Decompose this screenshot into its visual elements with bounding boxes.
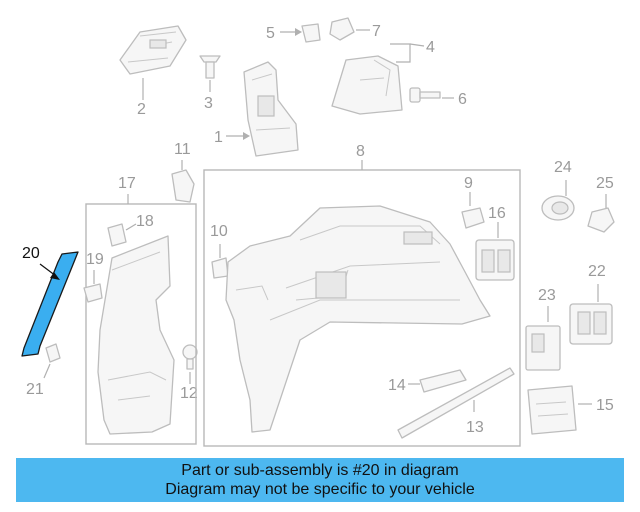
part-18-clip bbox=[107, 223, 127, 247]
part-4-bracket-assembly bbox=[331, 55, 403, 115]
callout-16: 16 bbox=[488, 205, 506, 222]
callout-17: 17 bbox=[118, 175, 136, 192]
part-6-bolt bbox=[409, 87, 441, 103]
banner-line-1: Part or sub-assembly is #20 in diagram bbox=[181, 462, 459, 479]
callout-5: 5 bbox=[266, 25, 275, 42]
part-16-switch bbox=[475, 239, 515, 281]
callout-13: 13 bbox=[466, 419, 484, 436]
part-23-module bbox=[525, 325, 561, 371]
part-10-clip bbox=[211, 257, 229, 279]
part-2-lamp-housing bbox=[119, 25, 187, 75]
part-22-switch bbox=[569, 303, 613, 345]
callout-11: 11 bbox=[174, 141, 191, 158]
callout-22: 22 bbox=[588, 263, 606, 280]
part-9-clip bbox=[461, 207, 485, 229]
part-5-clip bbox=[301, 23, 321, 43]
leader-21 bbox=[43, 363, 51, 379]
quarter-trim-panel bbox=[225, 205, 491, 433]
callout-15: 15 bbox=[596, 397, 614, 414]
part-24-power-outlet bbox=[541, 195, 575, 221]
callout-21: 21 bbox=[26, 381, 44, 398]
part-3-fastener bbox=[199, 55, 221, 79]
callout-8: 8 bbox=[356, 143, 365, 160]
part-14-trim-strip bbox=[419, 369, 467, 393]
leader-18 bbox=[125, 223, 137, 231]
callout-20: 20 bbox=[22, 245, 40, 262]
part-13-scuff-plate bbox=[397, 367, 515, 439]
callout-19: 19 bbox=[86, 251, 104, 268]
leader-4 bbox=[390, 43, 411, 63]
info-banner: Part or sub-assembly is #20 in diagram D… bbox=[16, 458, 624, 502]
part-20-highlighted-trim bbox=[21, 251, 79, 357]
callout-3: 3 bbox=[204, 95, 213, 112]
part-7-bracket bbox=[329, 17, 355, 41]
callout-1: 1 bbox=[214, 129, 223, 146]
callout-2: 2 bbox=[137, 101, 146, 118]
callout-18: 18 bbox=[136, 213, 154, 230]
callout-14: 14 bbox=[388, 377, 406, 394]
lower-pillar-trim bbox=[97, 235, 175, 435]
callout-6: 6 bbox=[458, 91, 467, 108]
part-19-clip bbox=[83, 283, 103, 303]
callout-25: 25 bbox=[596, 175, 614, 192]
part-15-bezel bbox=[527, 385, 577, 435]
part-25-cap bbox=[587, 207, 615, 233]
part-12-pushpin bbox=[182, 344, 198, 370]
part-1-pillar-trim bbox=[243, 61, 299, 157]
part-21-clip bbox=[45, 343, 61, 363]
callout-12: 12 bbox=[180, 385, 198, 402]
callout-9: 9 bbox=[464, 175, 473, 192]
callout-23: 23 bbox=[538, 287, 556, 304]
callout-7: 7 bbox=[372, 23, 381, 40]
callout-24: 24 bbox=[554, 159, 572, 176]
group-17-frame bbox=[85, 203, 197, 445]
part-11-clip bbox=[171, 169, 195, 203]
callout-10: 10 bbox=[210, 223, 228, 240]
callout-4: 4 bbox=[426, 39, 435, 56]
banner-line-2: Diagram may not be specific to your vehi… bbox=[165, 481, 475, 498]
